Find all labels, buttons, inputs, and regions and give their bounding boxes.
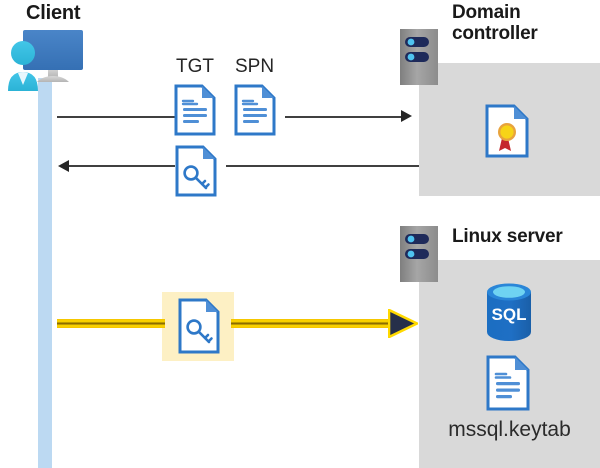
key-document-icon-service-ticket	[178, 298, 222, 354]
flow-line-yellow-left	[57, 319, 165, 328]
arrowhead-right-icon-yellow	[388, 309, 418, 338]
label-spn: SPN	[235, 56, 275, 77]
certificate-document-icon	[485, 104, 531, 158]
document-icon-spn	[234, 84, 278, 136]
keytab-filename-label: mssql.keytab	[448, 418, 571, 441]
key-document-icon-response	[175, 145, 219, 197]
sql-database-label: SQL	[492, 305, 527, 324]
label-tgt: TGT	[176, 56, 214, 77]
arrowhead-right-icon-request	[401, 110, 412, 122]
page-title-linux-server: Linux server	[452, 226, 563, 247]
page-title-domain-controller: Domain controller	[452, 2, 538, 45]
domain-controller-title-line1: Domain	[452, 2, 521, 23]
keytab-document-icon	[486, 355, 532, 411]
flow-line-response-left	[69, 165, 175, 167]
server-rack-icon-linux-server	[400, 226, 438, 282]
flow-line-request-left	[57, 116, 175, 118]
flow-line-request-right	[285, 116, 402, 118]
page-title-client: Client	[26, 2, 81, 24]
document-icon-tgt	[174, 84, 218, 136]
flow-line-yellow-right	[231, 319, 394, 328]
sql-database-icon: SQL	[483, 283, 535, 341]
flow-line-response-right	[226, 165, 419, 167]
server-rack-icon-domain-controller	[400, 29, 438, 85]
client-lifeline	[38, 78, 52, 468]
domain-controller-title-line2: controller	[452, 23, 538, 45]
client-workstation-icon	[6, 26, 98, 92]
arrowhead-left-icon-response	[58, 160, 69, 172]
